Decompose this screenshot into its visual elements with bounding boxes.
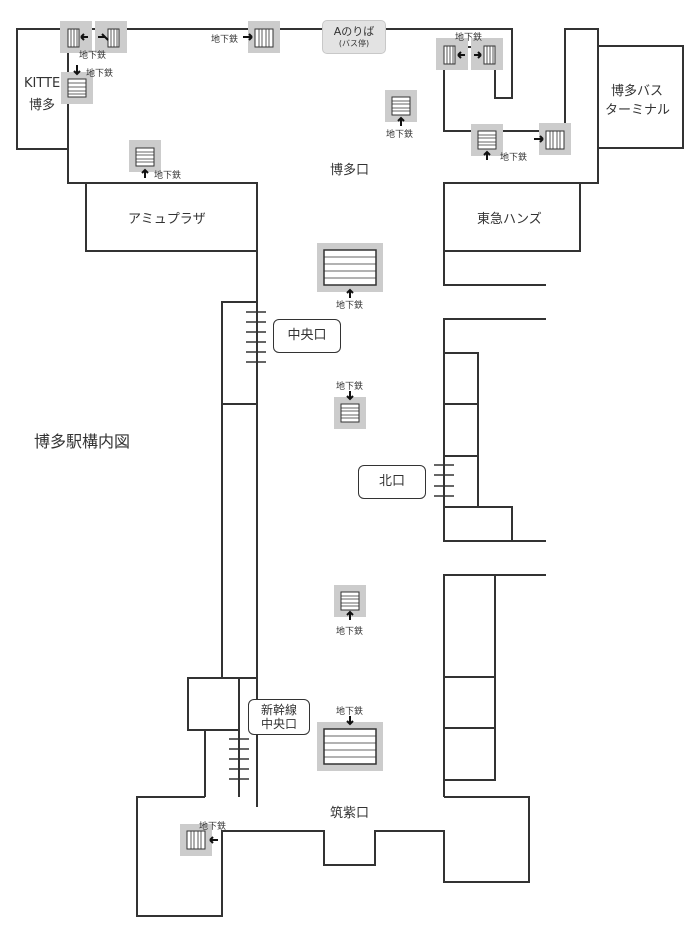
subway-stairs-icon[interactable] (180, 824, 218, 856)
subway-stairs-icon[interactable] (61, 65, 93, 104)
east-lower-block-3 (443, 727, 496, 781)
subway-stairs-icon[interactable] (385, 90, 417, 126)
subway-label: 地下鉄 (79, 51, 107, 61)
east-block-4 (443, 506, 513, 542)
amu-plaza-outline (85, 182, 258, 252)
west-block-3 (187, 677, 240, 731)
kitte-label: KITTE (24, 76, 61, 91)
north-exit-steps (434, 464, 454, 497)
subway-label: 地下鉄 (199, 822, 227, 832)
map-title: 博多駅構内図 (34, 432, 131, 451)
bus-terminal-outline (597, 45, 684, 149)
shinkansen-exit-text-2: 中央口 (260, 717, 297, 731)
subway-label: 地下鉄 (336, 707, 364, 717)
subway-stairs-icon[interactable] (95, 21, 127, 53)
subway-stairs-icon[interactable] (334, 585, 366, 620)
wall-segment (443, 251, 546, 286)
subway-stairs (60, 21, 571, 856)
subway-label: 地下鉄 (386, 130, 414, 140)
hakata-exit-label: 博多口 (330, 163, 370, 178)
west-block-2 (221, 403, 258, 679)
chikushi-exit-label: 筑紫口 (330, 806, 370, 821)
kitte-label-2: 博多 (29, 98, 56, 113)
tokyu-hands-outline (443, 182, 581, 252)
bus-stop-sub: (バス停) (338, 38, 370, 48)
subway-label: 地下鉄 (211, 35, 239, 45)
amu-plaza-label: アミュプラザ (128, 212, 206, 227)
north-exit-text: 北口 (378, 474, 405, 490)
subway-stairs-icon[interactable] (471, 38, 503, 70)
subway-label: 地下鉄 (154, 171, 182, 181)
subway-label: 地下鉄 (336, 382, 364, 392)
subway-stairs-icon[interactable] (334, 391, 366, 429)
subway-stairs-icon[interactable] (317, 716, 383, 771)
subway-stairs-icon[interactable] (534, 123, 571, 155)
walls (16, 28, 684, 917)
east-block-2 (443, 403, 479, 457)
west-block-1 (221, 301, 258, 405)
east-block-1 (443, 352, 479, 405)
subway-label: 地下鉄 (336, 301, 364, 311)
subway-stairs-icon[interactable] (471, 124, 503, 160)
bus-terminal-label: 博多バス (611, 84, 664, 99)
subway-stairs-icon[interactable] (60, 21, 92, 53)
bus-stop-a[interactable]: Aのりば (バス停) (322, 20, 386, 54)
subway-stairs-icon[interactable] (129, 140, 161, 178)
shinkansen-central-exit-label[interactable]: 新幹線 中央口 (248, 699, 310, 735)
central-exit-label[interactable]: 中央口 (273, 319, 341, 353)
subway-label: 地下鉄 (455, 33, 483, 43)
east-block-3 (443, 455, 479, 508)
subway-label: 地下鉄 (336, 627, 364, 637)
east-lower-block-1 (443, 574, 496, 678)
east-lower-block-2 (443, 676, 496, 729)
chikushi-hall-wall (136, 796, 530, 917)
central-exit-steps (246, 311, 266, 363)
subway-stairs-icon[interactable] (243, 21, 280, 53)
bus-stop-name: Aのりば (333, 25, 375, 39)
subway-label: 地下鉄 (500, 153, 528, 163)
bus-terminal-label-2: ターミナル (605, 103, 671, 118)
subway-stairs-icon[interactable] (436, 38, 468, 70)
north-exit-label[interactable]: 北口 (358, 465, 426, 499)
tokyu-hands-label: 東急ハンズ (477, 212, 542, 227)
central-exit-text: 中央口 (287, 328, 327, 344)
subway-label: 地下鉄 (86, 69, 114, 79)
shinkansen-exit-text-1: 新幹線 (260, 702, 297, 717)
subway-stairs-icon[interactable] (317, 243, 383, 298)
